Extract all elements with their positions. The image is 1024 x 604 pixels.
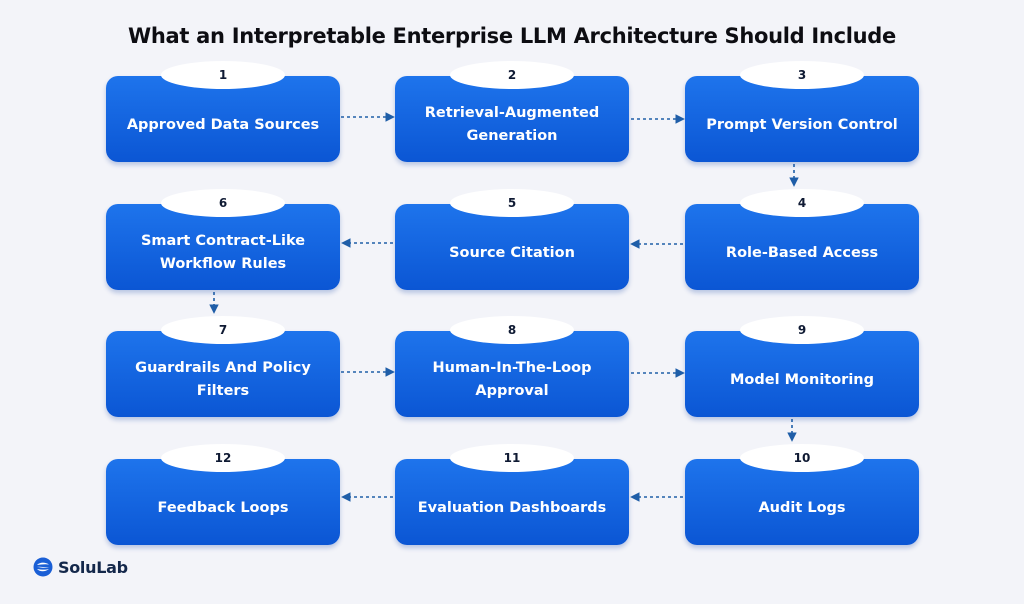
step-12-box: Feedback Loops <box>106 459 340 545</box>
step-1-label: Approved Data Sources <box>126 116 320 133</box>
step-11-label: Evaluation Dashboards <box>417 499 607 516</box>
step-4-box: Role-Based Access <box>685 204 919 290</box>
step-6-box: Smart Contract-Like Workflow Rules <box>106 204 340 290</box>
step-10-number-badge: 10 <box>740 444 864 472</box>
step-11-number-badge: 11 <box>450 444 574 472</box>
solulab-logo-icon <box>33 557 53 577</box>
step-9-label: Model Monitoring <box>729 371 875 388</box>
step-3-box: Prompt Version Control <box>685 76 919 162</box>
step-3-number-badge: 3 <box>740 61 864 89</box>
step-12-label: Feedback Loops <box>157 499 289 516</box>
step-5-label: Source Citation <box>449 244 575 261</box>
step-4-number-badge: 4 <box>740 189 864 217</box>
step-3-label: Prompt Version Control <box>706 116 898 133</box>
step-10-box: Audit Logs <box>685 459 919 545</box>
step-2-label: Retrieval-Augmented Generation <box>424 105 600 144</box>
step-8-label: Human-In-The-Loop Approval <box>432 360 592 399</box>
step-11-box: Evaluation Dashboards <box>395 459 629 545</box>
step-1-box: Approved Data Sources <box>106 76 340 162</box>
step-8-number-badge: 8 <box>450 316 574 344</box>
step-8-box: Human-In-The-Loop Approval <box>395 331 629 417</box>
step-7-number-badge: 7 <box>161 316 285 344</box>
step-6-number-badge: 6 <box>161 189 285 217</box>
step-7-label: Guardrails And Policy Filters <box>135 360 311 399</box>
step-2-box: Retrieval-Augmented Generation <box>395 76 629 162</box>
step-5-number-badge: 5 <box>450 189 574 217</box>
step-1-number-badge: 1 <box>161 61 285 89</box>
step-9-number-badge: 9 <box>740 316 864 344</box>
page-title: What an Interpretable Enterprise LLM Arc… <box>128 24 896 48</box>
step-10-label: Audit Logs <box>758 499 846 516</box>
step-12-number-badge: 12 <box>161 444 285 472</box>
solulab-logo: SoluLab <box>33 557 128 577</box>
step-6-label: Smart Contract-Like Workflow Rules <box>140 233 306 272</box>
solulab-logo-text: SoluLab <box>58 557 128 577</box>
step-4-label: Role-Based Access <box>725 244 879 261</box>
step-2-number-badge: 2 <box>450 61 574 89</box>
step-9-box: Model Monitoring <box>685 331 919 417</box>
step-5-box: Source Citation <box>395 204 629 290</box>
step-7-box: Guardrails And Policy Filters <box>106 331 340 417</box>
